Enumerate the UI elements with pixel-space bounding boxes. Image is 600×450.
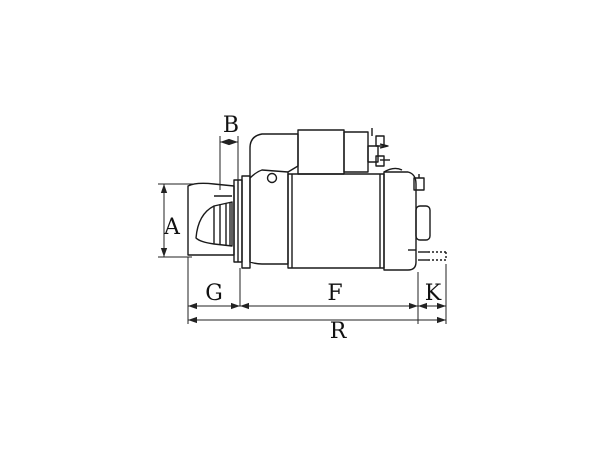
dimension-a-label: A bbox=[163, 215, 181, 240]
dimension-f-label: F bbox=[327, 281, 342, 306]
dimension-g-label: G bbox=[205, 281, 223, 306]
starter-motor-outline bbox=[187, 128, 447, 271]
mounting-flange bbox=[233, 175, 251, 269]
motor-body bbox=[287, 173, 385, 269]
solenoid bbox=[297, 128, 390, 175]
commutator-end-cap bbox=[383, 167, 431, 271]
drive-end-housing bbox=[249, 133, 299, 265]
dimension-r-label: R bbox=[330, 319, 348, 344]
terminal-stud bbox=[418, 251, 447, 261]
dimension-k-label: K bbox=[425, 281, 442, 306]
dimension-b-label: B bbox=[223, 113, 239, 138]
pinion-drive-nose bbox=[187, 182, 235, 256]
dimension-lines bbox=[160, 138, 446, 324]
dimension-labels: A B G F K R bbox=[163, 113, 442, 344]
extension-lines bbox=[158, 136, 447, 324]
